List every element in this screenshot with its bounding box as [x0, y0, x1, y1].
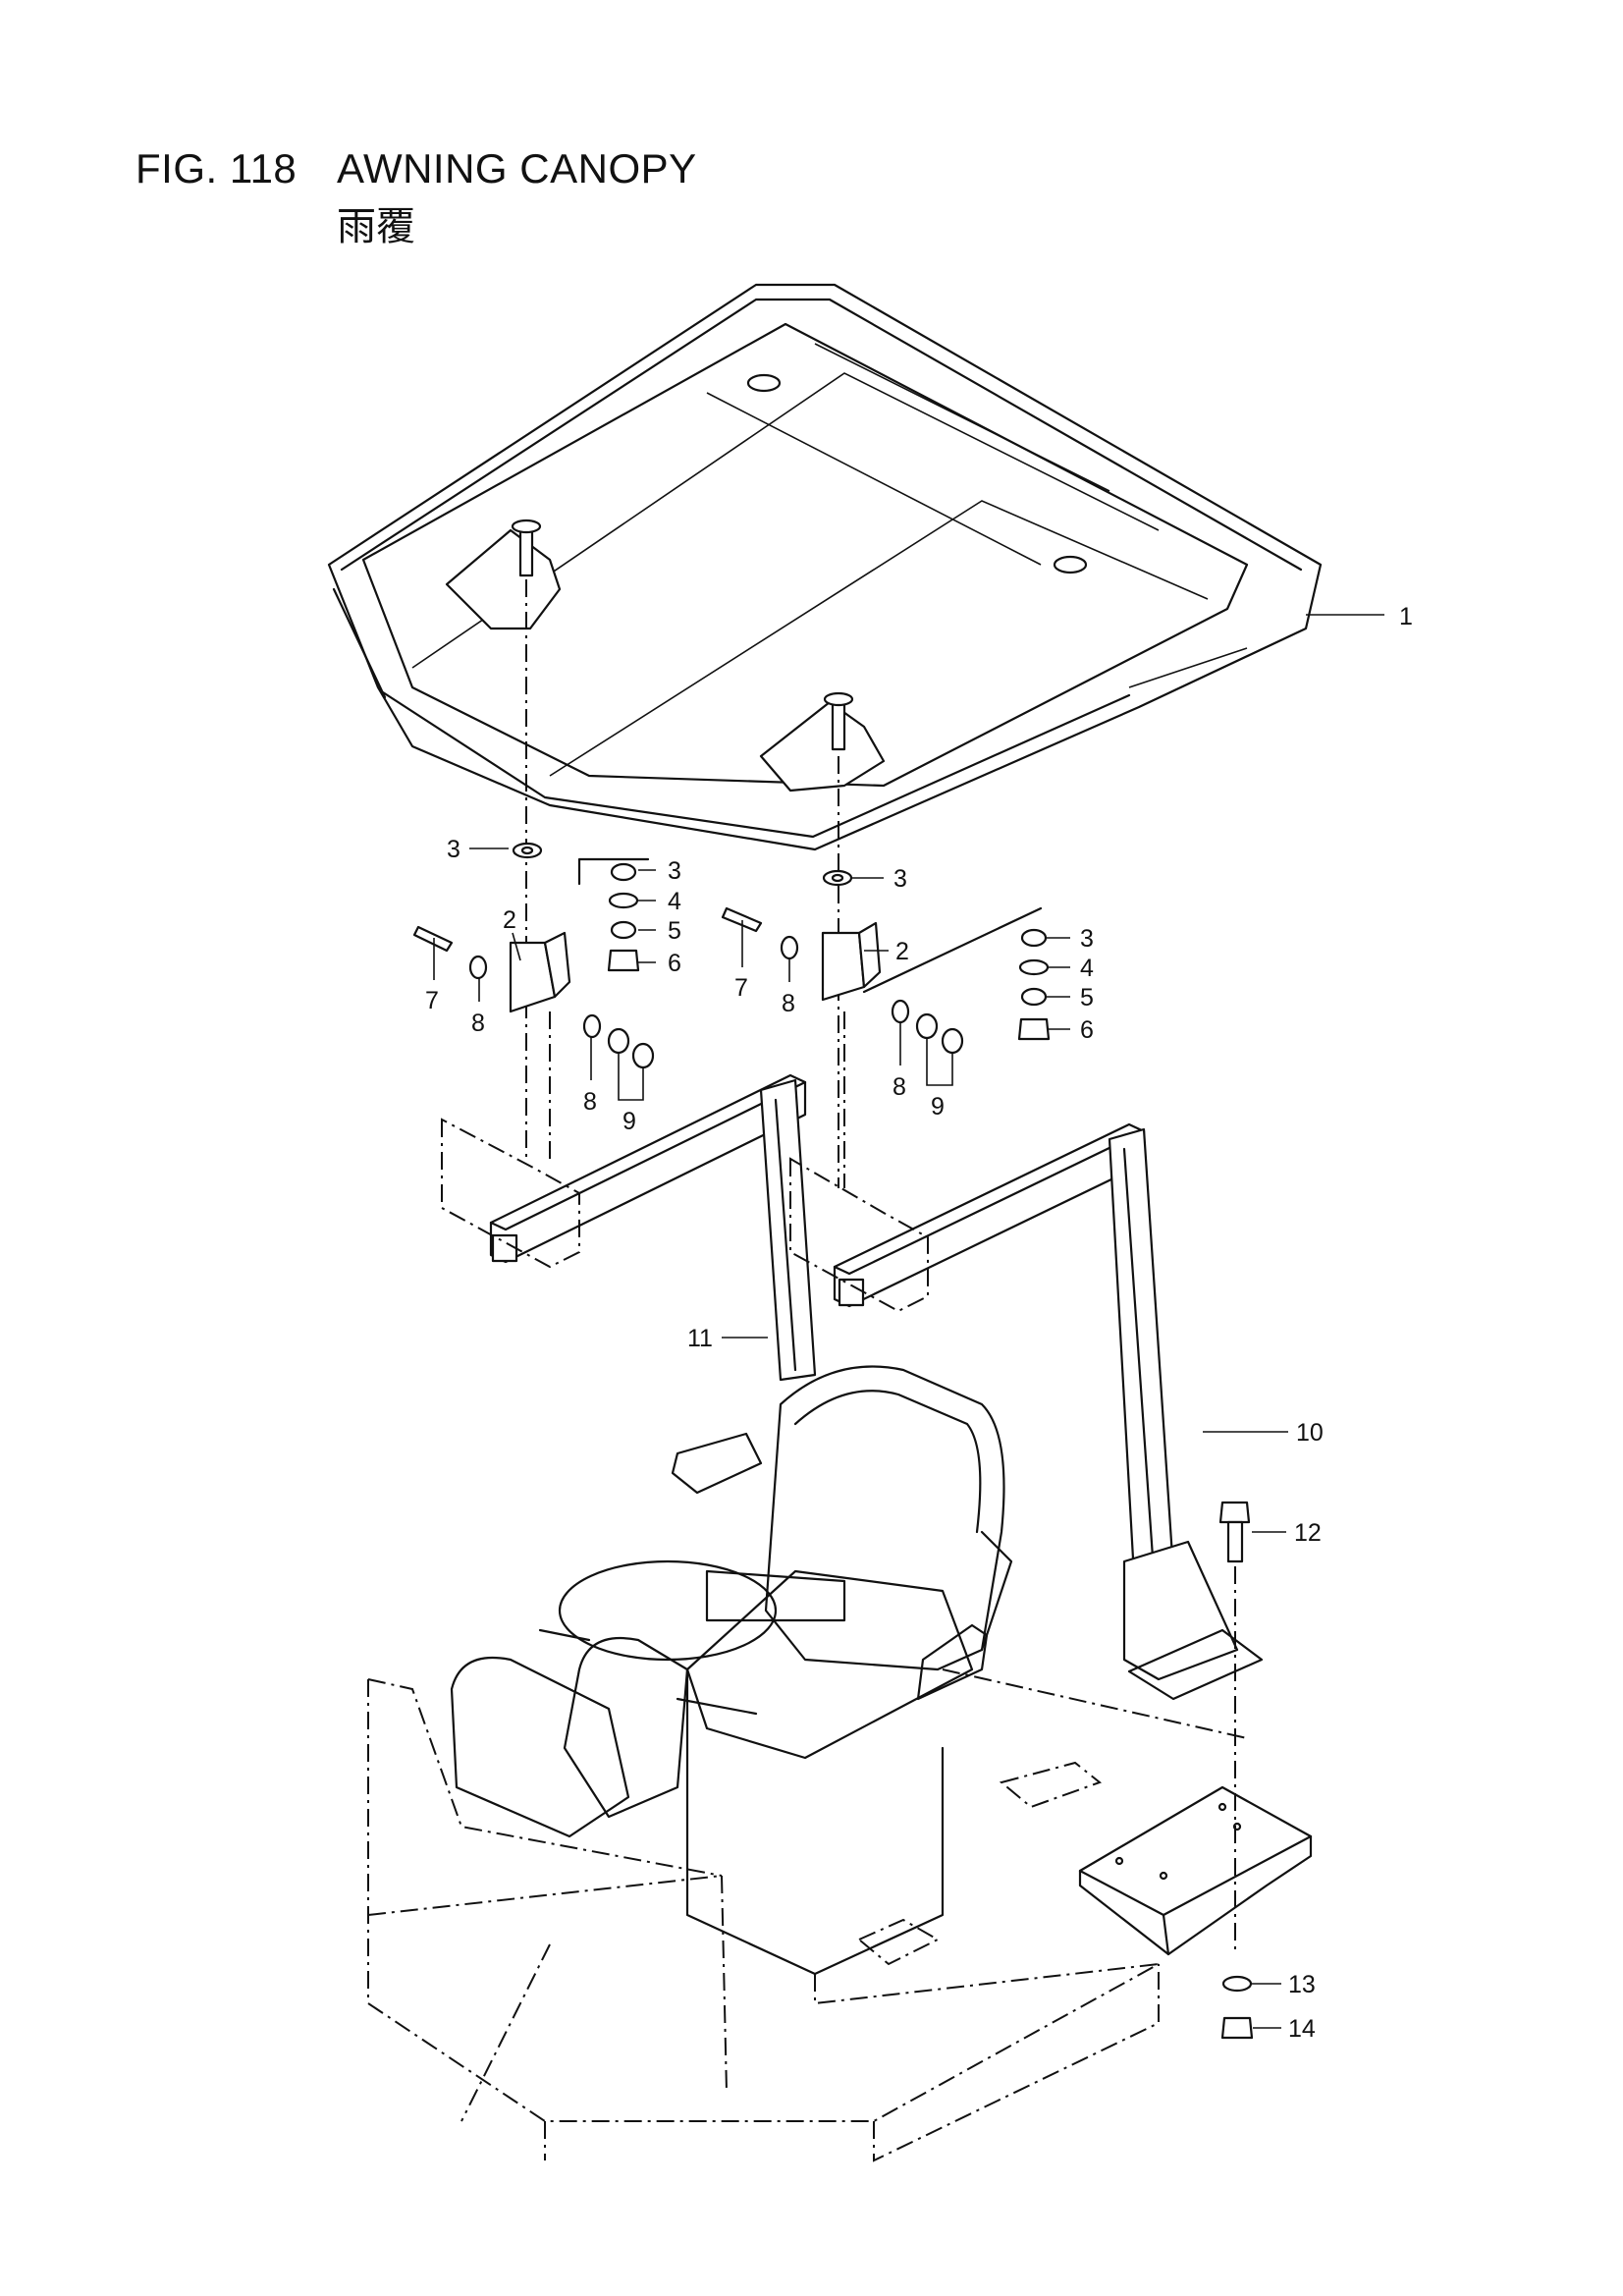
callout-8: 8 [893, 1073, 906, 1101]
callout-10: 10 [1296, 1419, 1324, 1447]
canopy-roof-part [327, 283, 1323, 851]
callout-8: 8 [583, 1088, 597, 1116]
figure-name-cn: 雨覆 [337, 204, 415, 249]
right-mount-hardware [721, 756, 1051, 1188]
callout-1: 1 [1399, 603, 1413, 630]
callout-3: 3 [893, 865, 907, 893]
callout-14: 14 [1288, 2015, 1316, 2043]
callout-7: 7 [734, 974, 748, 1002]
callout-2: 2 [503, 906, 516, 934]
nut-icon [1220, 2016, 1254, 2040]
callout-3: 3 [447, 836, 460, 863]
nut-icon [607, 949, 640, 972]
callout-3: 3 [1080, 925, 1094, 953]
overhead-guard-frame [441, 1073, 1264, 1701]
callout-4: 4 [668, 888, 681, 915]
rear-step-fender [1078, 1785, 1313, 1956]
callout-3: 3 [668, 857, 681, 885]
truck-chassis-phantom [367, 1668, 1248, 2162]
left-mount-hardware [412, 579, 655, 1159]
figure-title-block: FIG. 118 AWNING CANOPY 雨覆 [135, 145, 697, 251]
callout-numbers: 1 3 3 4 5 6 3 3 4 5 6 2 2 7 7 8 8 8 8 9 … [425, 603, 1413, 2043]
figure-title: FIG. 118 AWNING CANOPY [135, 145, 697, 192]
bolt-icon [412, 925, 454, 953]
callout-7: 7 [425, 987, 439, 1014]
figure-name: AWNING CANOPY [337, 145, 697, 191]
leader-lines [433, 614, 1384, 2029]
callout-4: 4 [1080, 955, 1094, 982]
callout-8: 8 [782, 990, 795, 1017]
callout-5: 5 [668, 917, 681, 945]
callout-5: 5 [1080, 984, 1094, 1011]
callout-8: 8 [471, 1010, 485, 1037]
washer-icon [1221, 1975, 1253, 1993]
callout-9: 9 [931, 1093, 945, 1121]
callout-2: 2 [895, 938, 909, 965]
callout-6: 6 [668, 950, 681, 977]
callout-12: 12 [1294, 1519, 1322, 1547]
seat-and-console [450, 1365, 1013, 1976]
callout-9: 9 [622, 1108, 636, 1135]
callout-13: 13 [1288, 1971, 1316, 1998]
figure-number: FIG. 118 [135, 145, 298, 191]
callout-6: 6 [1080, 1016, 1094, 1044]
fastener-stack [1218, 1501, 1254, 2040]
callout-11: 11 [687, 1325, 713, 1352]
hex-bolt-icon [1218, 1501, 1251, 1524]
